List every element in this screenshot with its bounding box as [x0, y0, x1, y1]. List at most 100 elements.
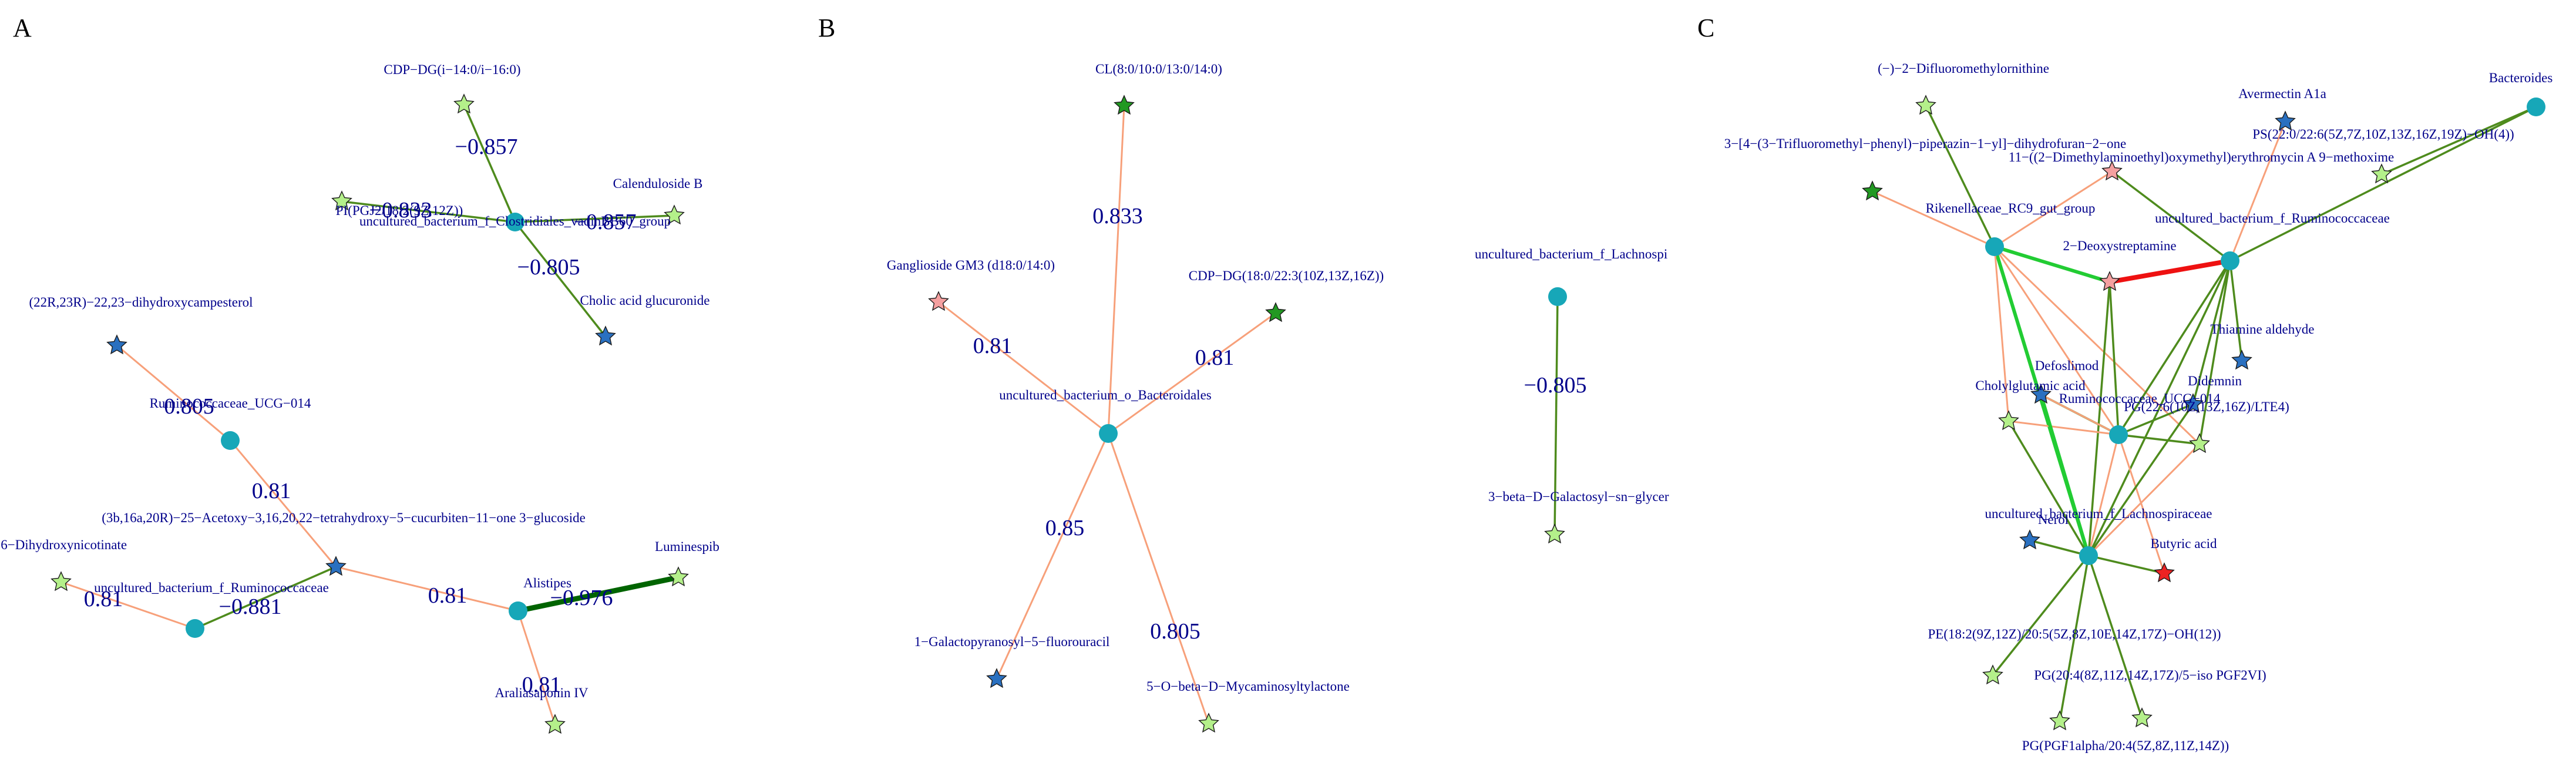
metabolite-label: Didemnin [2188, 374, 2242, 388]
edge-weight-label: 0.85 [1045, 516, 1085, 540]
edge-positive [60, 581, 196, 630]
metabolite-label: 1−Galactopyranosyl−5−fluorouracil [914, 634, 1110, 649]
metabolite-star-icon [453, 93, 475, 114]
metabolite-label: CDP−DG(18:0/22:3(10Z,13Z,16Z)) [1189, 268, 1384, 283]
metabolite-label: Cholic acid glucuronide [580, 293, 710, 308]
metabolite-star-icon [664, 204, 685, 225]
metabolite-star-icon [2030, 384, 2052, 404]
edge-weight-label: 0.81 [1195, 345, 1235, 370]
edge-weights: −0.857−0.833−0.857−0.8050.8050.810.81−0.… [84, 135, 637, 697]
edge-weight-label: 0.81 [973, 334, 1013, 358]
metabolite-star-icon [986, 668, 1007, 688]
metabolite-label: 2,6−Dihydroxynicotinate [0, 537, 127, 552]
edge-strong-negative [515, 574, 681, 614]
metabolite-star-icon [2131, 707, 2153, 728]
edge-positive [1993, 246, 2120, 436]
edge-positive [2117, 433, 2165, 574]
bacterium-node [2221, 251, 2239, 270]
metabolite-star-icon [325, 556, 347, 576]
edge-negative [514, 221, 607, 338]
edges [937, 105, 1559, 725]
metabolite-label: PG(22:6(10Z,13Z,16Z)/LTE4) [2124, 399, 2289, 414]
bacterium-label: Bacteroides [2489, 70, 2553, 85]
edge-negative [2087, 260, 2231, 557]
metabolite-label: PG(PGF1alpha/20:4(5Z,8Z,11Z,14Z)) [2022, 738, 2229, 753]
metabolite-star-icon [668, 566, 689, 587]
metabolite-star-icon [1862, 180, 1883, 201]
edge-negative [194, 566, 337, 630]
edge-negative [341, 200, 516, 223]
edge-weight-label: 0.81 [522, 673, 561, 697]
edge-positive [937, 301, 1109, 435]
metabolite-star-icon [1982, 664, 2003, 685]
metabolite-star-icon [2099, 271, 2120, 291]
metabolite-star-icon [2231, 349, 2252, 370]
nodes [928, 95, 1567, 733]
edge-negative [2192, 260, 2231, 405]
bacterium-node [2079, 546, 2098, 565]
edge-positive [1993, 246, 2201, 445]
metabolite-label: CDP−DG(i−14:0/i−16:0) [384, 62, 520, 77]
edge-negative [2380, 106, 2537, 176]
edge-weight-label: 0.81 [428, 583, 468, 608]
metabolite-label: Cholylglutamic acid [1975, 378, 2086, 393]
edge-weight-label: −0.976 [550, 586, 613, 610]
metabolite-star-icon [1544, 523, 1565, 544]
metabolite-label: 3−beta−D−Galactosyl−sn−glycer [1488, 489, 1669, 504]
metabolite-label: PE(18:2(9Z,12Z)/20:5(5Z,8Z,10E,14Z,17Z)−… [1928, 627, 2221, 641]
bacterium-label: uncultured_bacterium_f_Clostridiales_vad… [359, 214, 671, 228]
edge-negative [2108, 281, 2120, 436]
metabolite-star-icon [2101, 160, 2123, 181]
bacterium-label: uncultured_bacterium_f_Ruminococcaceae [2155, 211, 2390, 226]
metabolite-star-icon [928, 291, 949, 311]
bacterium-node [2109, 425, 2128, 444]
metabolite-star-icon [2182, 393, 2204, 414]
edge-negative [2059, 554, 2090, 722]
node-labels: uncultured_bacterium_o_BacteroidalesCL(8… [887, 62, 1669, 694]
edge-weight-label: −0.805 [1524, 373, 1587, 398]
metabolite-label: Calenduloside B [613, 176, 703, 191]
edge-negative [1553, 295, 1559, 536]
metabolite-label: (−)−2−Difluoromethylornithine [1878, 61, 2049, 76]
metabolite-label: Thiamine aldehyde [2211, 322, 2315, 337]
node-labels: (−)−2−Difluoromethylornithine3−[4−(3−Tri… [1724, 61, 2553, 753]
bacterium-label: Ruminococcaceae_UCG−014 [2059, 391, 2221, 406]
node-labels: uncultured_bacterium_f_Clostridiales_vad… [0, 62, 719, 700]
edge-weight-label: −0.857 [455, 135, 518, 159]
panel-letter: C [1697, 14, 1714, 42]
bacterium-node [509, 601, 527, 620]
metabolite-star-icon [2371, 163, 2392, 184]
edge-positive [2087, 443, 2201, 557]
edge-negative [1925, 105, 1996, 248]
metabolite-star-icon [544, 714, 566, 734]
edge-negative [2007, 420, 2090, 557]
metabolite-star-icon [1998, 410, 2019, 431]
metabolite-label: Defoslimod [2035, 358, 2099, 373]
metabolite-star-icon [1114, 95, 1135, 115]
edge-negative [2111, 170, 2231, 262]
edge-weight-label: 0.805 [1150, 619, 1200, 644]
panel-c: C (−)−2−Difluoromethylornithine3−[4−(3−Tr… [1697, 14, 2553, 753]
edge-positive [1107, 432, 1210, 725]
nodes [1862, 95, 2545, 731]
bacterium-node [2527, 98, 2545, 116]
edge-strong-positive [2107, 258, 2232, 284]
edge-weight-label: 0.81 [252, 479, 291, 503]
edge-bright-green [1993, 245, 2111, 284]
edge-positive [1871, 190, 1996, 248]
metabolite-label: PG(20:4(8Z,11Z,14Z,17Z)/5−iso PGF2VI) [2034, 668, 2266, 683]
edge-negative [2087, 403, 2194, 557]
edge-positive [2007, 420, 2120, 436]
edge-weight-label: −0.881 [219, 594, 282, 619]
metabolite-star-icon [2275, 110, 2296, 131]
edges [60, 103, 681, 726]
bacterium-node [221, 431, 240, 450]
edge-positive [1107, 312, 1277, 435]
edge-positive [116, 344, 231, 442]
panel-letter: A [13, 14, 32, 42]
metabolite-label: 11−((2−Dimethylaminoethyl)oxymethyl)eryt… [2009, 150, 2394, 164]
edge-negative [2117, 403, 2194, 436]
edge-weight-label: −0.857 [574, 210, 637, 234]
